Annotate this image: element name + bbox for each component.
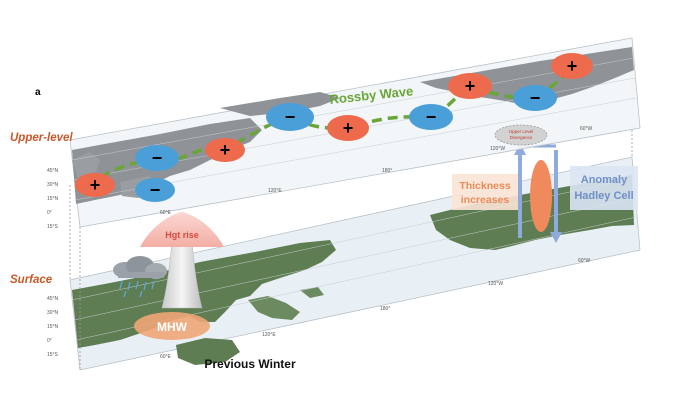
hgt-rise-plume: Hgt rise [140, 212, 224, 309]
mhw-label: MHW [157, 320, 188, 334]
anomaly-sign: + [567, 56, 578, 76]
surface-lat-tick: 30°N [47, 310, 59, 316]
thickness-box: Thickness increases [452, 174, 518, 210]
caption: Previous Winter [204, 357, 296, 371]
thickness-line1: Thickness [459, 180, 511, 192]
anomaly-sign: − [285, 107, 296, 127]
surface-label: Surface [10, 274, 53, 286]
upper-lat-tick: 0° [47, 210, 52, 216]
anomaly-ellipse [266, 103, 314, 131]
surface-lat-tick: 0° [47, 338, 52, 344]
negative-anomaly: − [135, 178, 175, 202]
upper-lat-tick: 15°N [47, 196, 59, 202]
anomaly-sign: − [426, 107, 437, 127]
positive-anomaly: + [75, 173, 115, 197]
upper-lon-tick: 60°E [160, 210, 172, 216]
upper-level-label: Upper-level [10, 132, 73, 144]
anomaly-sign: + [220, 140, 231, 160]
anomaly-centers: + − − + − + − + − + [75, 53, 593, 202]
upper-divergence-line1: Upper Level [509, 129, 533, 134]
anomaly-sign: − [150, 180, 161, 200]
anomaly-ellipse [448, 73, 492, 99]
anomaly-sign: − [152, 148, 163, 168]
upper-land-north [220, 92, 340, 116]
plume-cap [140, 212, 224, 247]
anomaly-ellipse [75, 173, 115, 197]
mhw-marker: MHW [134, 312, 210, 340]
anomaly-ellipse [205, 138, 245, 162]
surface-lon-tick: 60°W [578, 258, 591, 264]
hadley-line1: Anomaly [581, 174, 628, 186]
surface-land-australia [176, 338, 240, 365]
upper-lon-tick: 60°W [580, 126, 593, 132]
anomaly-ellipse [135, 178, 175, 202]
anomaly-ellipse [513, 85, 557, 111]
thickness-line2: increases [461, 194, 510, 206]
positive-anomaly: + [448, 73, 492, 99]
anomaly-ellipse [135, 145, 179, 171]
surface-lon-tick: 180° [380, 306, 390, 312]
surface-lon-tick: 60°E [160, 354, 172, 360]
surface-lon-tick: 120°E [262, 332, 276, 338]
surface-lat-ticks: 45°N 30°N 15°N 0° 15°S [47, 296, 59, 358]
anomaly-ellipse [409, 104, 453, 130]
negative-anomaly: − [266, 103, 314, 131]
upper-divergence-line2: Divergence [510, 135, 533, 140]
negative-anomaly: − [513, 85, 557, 111]
upper-lon-tick: 120°E [268, 188, 282, 194]
upper-lon-ticks: 60°E 120°E 180° 120°W 60°W [160, 126, 593, 216]
rain-drops [119, 280, 155, 298]
negative-anomaly: − [409, 104, 453, 130]
positive-anomaly: + [205, 138, 245, 162]
hadley-cell [514, 143, 562, 243]
upper-lon-tick: 180° [382, 168, 392, 174]
upper-lat-tick: 15°S [47, 224, 59, 230]
upper-lat-ticks: 45°N 30°N 15°N 0° 15°S [47, 168, 59, 230]
positive-anomaly: + [551, 53, 593, 79]
surface-lat-tick: 15°S [47, 352, 59, 358]
anomaly-sign: + [343, 118, 354, 138]
hadley-arrowhead-down [550, 232, 562, 243]
upper-lon-tick: 120°W [490, 146, 505, 152]
anomaly-ellipse [327, 115, 369, 141]
surface-land-maritime [248, 287, 324, 320]
anomaly-sign: + [90, 175, 101, 195]
surface-lon-ticks: 60°E 120°E 180° 120°W 60°W [160, 258, 591, 360]
hgt-rise-label: Hgt rise [165, 230, 199, 240]
positive-anomaly: + [327, 115, 369, 141]
anomaly-sign: − [530, 88, 541, 108]
hadley-box: Anomaly Hadley Cell [570, 166, 638, 210]
surface-lon-tick: 120°W [488, 281, 503, 287]
panel-label: a [35, 87, 41, 98]
negative-anomaly: − [135, 145, 179, 171]
rain-cloud-icon [113, 256, 167, 298]
upper-lat-tick: 45°N [47, 168, 59, 174]
surface-lat-tick: 15°N [47, 324, 59, 330]
hadley-line2: Hadley Cell [574, 190, 633, 202]
thickness-ellipse [530, 160, 552, 232]
anomaly-ellipse [551, 53, 593, 79]
anomaly-sign: + [465, 76, 476, 96]
upper-lat-tick: 30°N [47, 182, 59, 188]
surface-lat-tick: 45°N [47, 296, 59, 302]
upper-divergence-ellipse [494, 124, 548, 146]
